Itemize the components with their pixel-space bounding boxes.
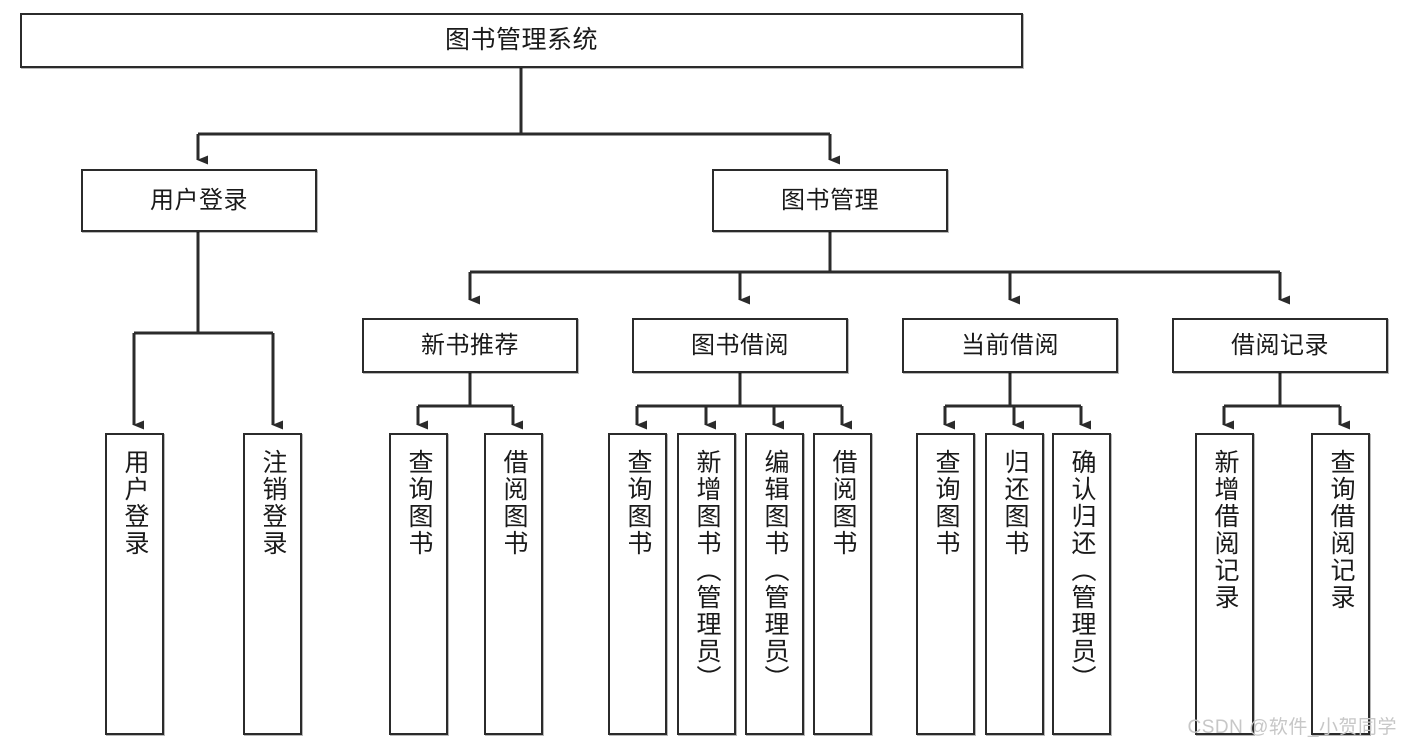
node-label: 图书管理 bbox=[781, 186, 879, 214]
node-label: 确认归还（管理员） bbox=[1068, 449, 1096, 692]
node-label: 图书借阅 bbox=[691, 331, 789, 359]
node-leaf-confirm-return[interactable]: 确认归还（管理员） bbox=[1052, 433, 1111, 735]
node-user-login[interactable]: 用户登录 bbox=[81, 169, 317, 232]
node-label: 借阅图书 bbox=[829, 449, 857, 557]
node-label: 新书推荐 bbox=[421, 331, 519, 359]
node-label: 查询图书 bbox=[624, 449, 652, 557]
node-label: 借阅图书 bbox=[500, 449, 528, 557]
node-label: 注销登录 bbox=[259, 449, 287, 557]
node-leaf-query-book-2[interactable]: 查询图书 bbox=[608, 433, 667, 735]
node-label: 用户登录 bbox=[150, 186, 248, 214]
node-leaf-add-record[interactable]: 新增借阅记录 bbox=[1195, 433, 1254, 735]
node-leaf-user-login[interactable]: 用户登录 bbox=[105, 433, 164, 735]
node-label: 图书管理系统 bbox=[444, 26, 598, 54]
node-leaf-query-book-3[interactable]: 查询图书 bbox=[916, 433, 975, 735]
node-label: 查询图书 bbox=[932, 449, 960, 557]
node-leaf-borrow-book-2[interactable]: 借阅图书 bbox=[813, 433, 872, 735]
node-new-book-recommend[interactable]: 新书推荐 bbox=[362, 318, 578, 373]
node-label: 用户登录 bbox=[121, 449, 149, 557]
node-label: 查询图书 bbox=[405, 449, 433, 557]
node-label: 新增借阅记录 bbox=[1211, 449, 1239, 611]
node-root-book-management-system[interactable]: 图书管理系统 bbox=[20, 13, 1023, 68]
node-book-manage[interactable]: 图书管理 bbox=[712, 169, 948, 232]
node-book-borrow[interactable]: 图书借阅 bbox=[632, 318, 848, 373]
node-label: 借阅记录 bbox=[1231, 331, 1329, 359]
node-leaf-logout-login[interactable]: 注销登录 bbox=[243, 433, 302, 735]
node-leaf-edit-book[interactable]: 编辑图书（管理员） bbox=[745, 433, 804, 735]
node-leaf-add-book[interactable]: 新增图书（管理员） bbox=[677, 433, 736, 735]
node-leaf-query-book-1[interactable]: 查询图书 bbox=[389, 433, 448, 735]
watermark-text: CSDN @软件_小贺同学 bbox=[1187, 717, 1397, 738]
node-leaf-return-book[interactable]: 归还图书 bbox=[985, 433, 1044, 735]
node-label: 查询借阅记录 bbox=[1327, 449, 1355, 611]
node-leaf-borrow-book-1[interactable]: 借阅图书 bbox=[484, 433, 543, 735]
node-leaf-query-record[interactable]: 查询借阅记录 bbox=[1311, 433, 1370, 735]
node-label: 当前借阅 bbox=[961, 331, 1059, 359]
node-label: 编辑图书（管理员） bbox=[761, 449, 789, 692]
node-label: 新增图书（管理员） bbox=[693, 449, 721, 692]
node-label: 归还图书 bbox=[1001, 449, 1029, 557]
node-current-borrow[interactable]: 当前借阅 bbox=[902, 318, 1118, 373]
node-borrow-record[interactable]: 借阅记录 bbox=[1172, 318, 1388, 373]
